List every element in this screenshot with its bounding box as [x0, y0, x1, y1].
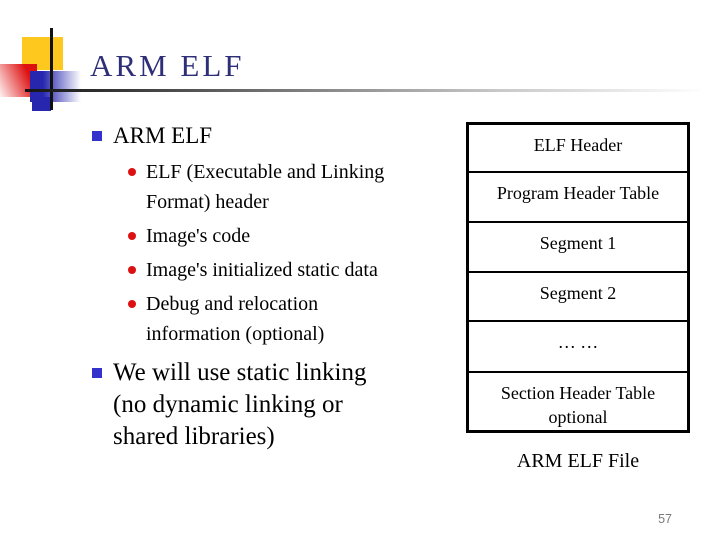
bullet-item-arm-elf: ARM ELF [92, 120, 452, 152]
sub-bullet-list: ELF (Executable and Linking Format) head… [128, 157, 464, 353]
diagram-caption: ARM ELF File [516, 450, 640, 472]
diagram-row-segment-2: Segment 2 [469, 273, 687, 322]
sub-bullet-item: Image's code [128, 221, 464, 251]
sub-bullet-text: ELF (Executable and Linking Format) head… [146, 161, 385, 213]
sub-bullet-text: Image's code [146, 225, 251, 247]
slide-title: ARM ELF [90, 48, 245, 83]
bullet-label: We will use static linking (no dynamic l… [113, 359, 367, 450]
elf-file-diagram: ELF Header Program Header Table Segment … [466, 122, 690, 433]
square-bullet-icon [92, 368, 102, 378]
diagram-row-section-header-table: Section Header Table optional [500, 383, 656, 427]
logo-blue-square [30, 71, 81, 102]
title-underline-rule [25, 89, 700, 92]
page-number: 57 [658, 512, 672, 526]
sub-bullet-text: Debug and relocation information (option… [146, 293, 325, 345]
circle-bullet-icon [128, 168, 136, 176]
circle-bullet-icon [128, 266, 136, 274]
bullet-label: ARM ELF [113, 123, 213, 148]
sub-bullet-item: Debug and relocation information (option… [128, 289, 464, 349]
diagram-row-elf-header: ELF Header [469, 125, 687, 173]
diagram-row-segment-1: Segment 1 [469, 223, 687, 273]
diagram-row-ellipsis: … … [469, 322, 687, 373]
diagram-row-program-header-table: Program Header Table [469, 173, 687, 223]
sub-bullet-text: Image's initialized static data [146, 259, 378, 281]
sub-bullet-item: ELF (Executable and Linking Format) head… [128, 157, 464, 217]
bullet-item-static-linking: We will use static linking (no dynamic l… [92, 357, 442, 453]
circle-bullet-icon [128, 232, 136, 240]
sub-bullet-item: Image's initialized static data [128, 255, 464, 285]
logo-vertical-line [50, 28, 53, 110]
logo-blue-small-square [32, 97, 51, 111]
circle-bullet-icon [128, 300, 136, 308]
square-bullet-icon [92, 131, 102, 141]
